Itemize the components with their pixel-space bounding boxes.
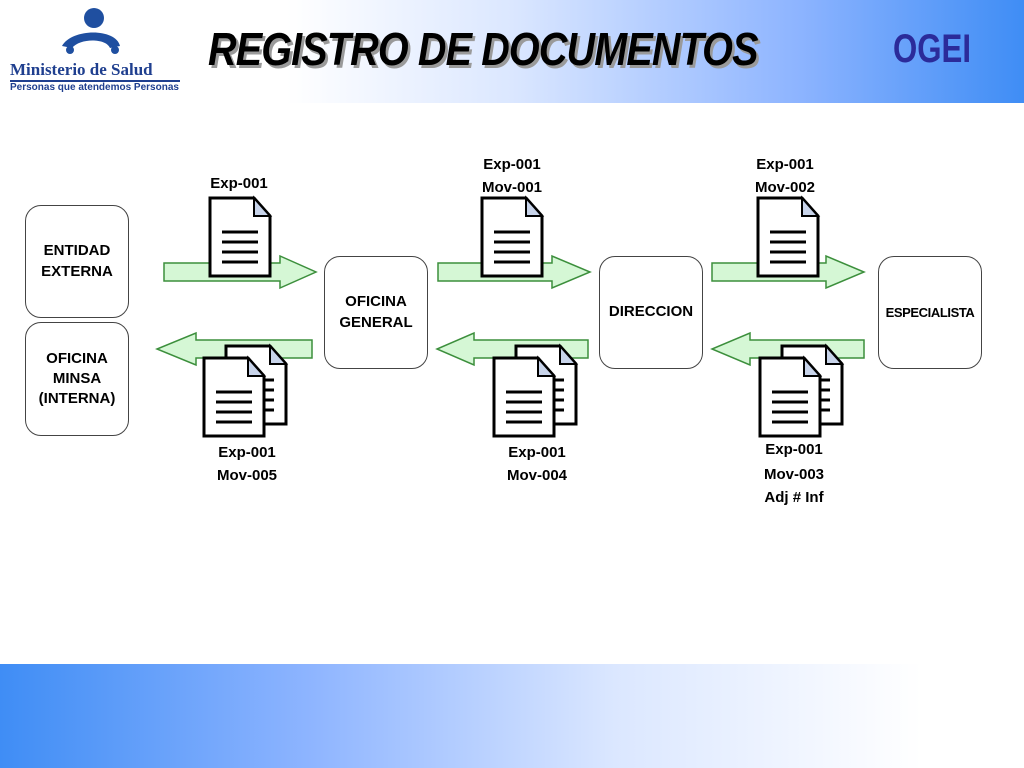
flow-label: Mov-002	[754, 179, 816, 196]
footer-band	[0, 664, 1024, 768]
page-subtitle: OGEI	[893, 27, 972, 71]
flow-label: Exp-001	[218, 444, 276, 461]
flow-label: Mov-004	[506, 467, 568, 484]
document-stack-icon	[758, 356, 822, 438]
flow-label: Exp-001	[483, 156, 541, 173]
flow-label: Mov-005	[216, 467, 278, 484]
node-oficina-minsa: OFICINA MINSA (INTERNA)	[25, 322, 129, 436]
flow-label: Adj # Inf	[764, 489, 824, 506]
logo: Ministerio de Salud Personas que atendem…	[0, 0, 180, 103]
flow-label: Exp-001	[210, 175, 268, 192]
document-icon	[208, 196, 272, 278]
document-stack-icon	[202, 356, 266, 438]
flow-label: Exp-001	[508, 444, 566, 461]
node-entidad-externa: ENTIDAD EXTERNA	[25, 205, 129, 318]
logo-tagline: Personas que atendemos Personas	[10, 82, 179, 93]
flow-label: Exp-001	[756, 156, 814, 173]
flow-label: Mov-001	[481, 179, 543, 196]
page-title: REGISTRO DE DOCUMENTOS	[208, 23, 758, 75]
logo-name: Ministerio de Salud	[10, 60, 153, 79]
node-direccion: DIRECCION	[599, 256, 703, 369]
node-oficina-general: OFICINA GENERAL	[324, 256, 428, 369]
document-icon	[756, 196, 820, 278]
logo-divider	[10, 80, 180, 82]
flow-label: Mov-003	[763, 466, 825, 483]
flow-label: Exp-001	[765, 441, 823, 458]
ministerio-logo-figure-icon	[62, 8, 120, 54]
document-icon	[480, 196, 544, 278]
node-especialista: ESPECIALISTA	[878, 256, 982, 369]
document-stack-icon	[492, 356, 556, 438]
